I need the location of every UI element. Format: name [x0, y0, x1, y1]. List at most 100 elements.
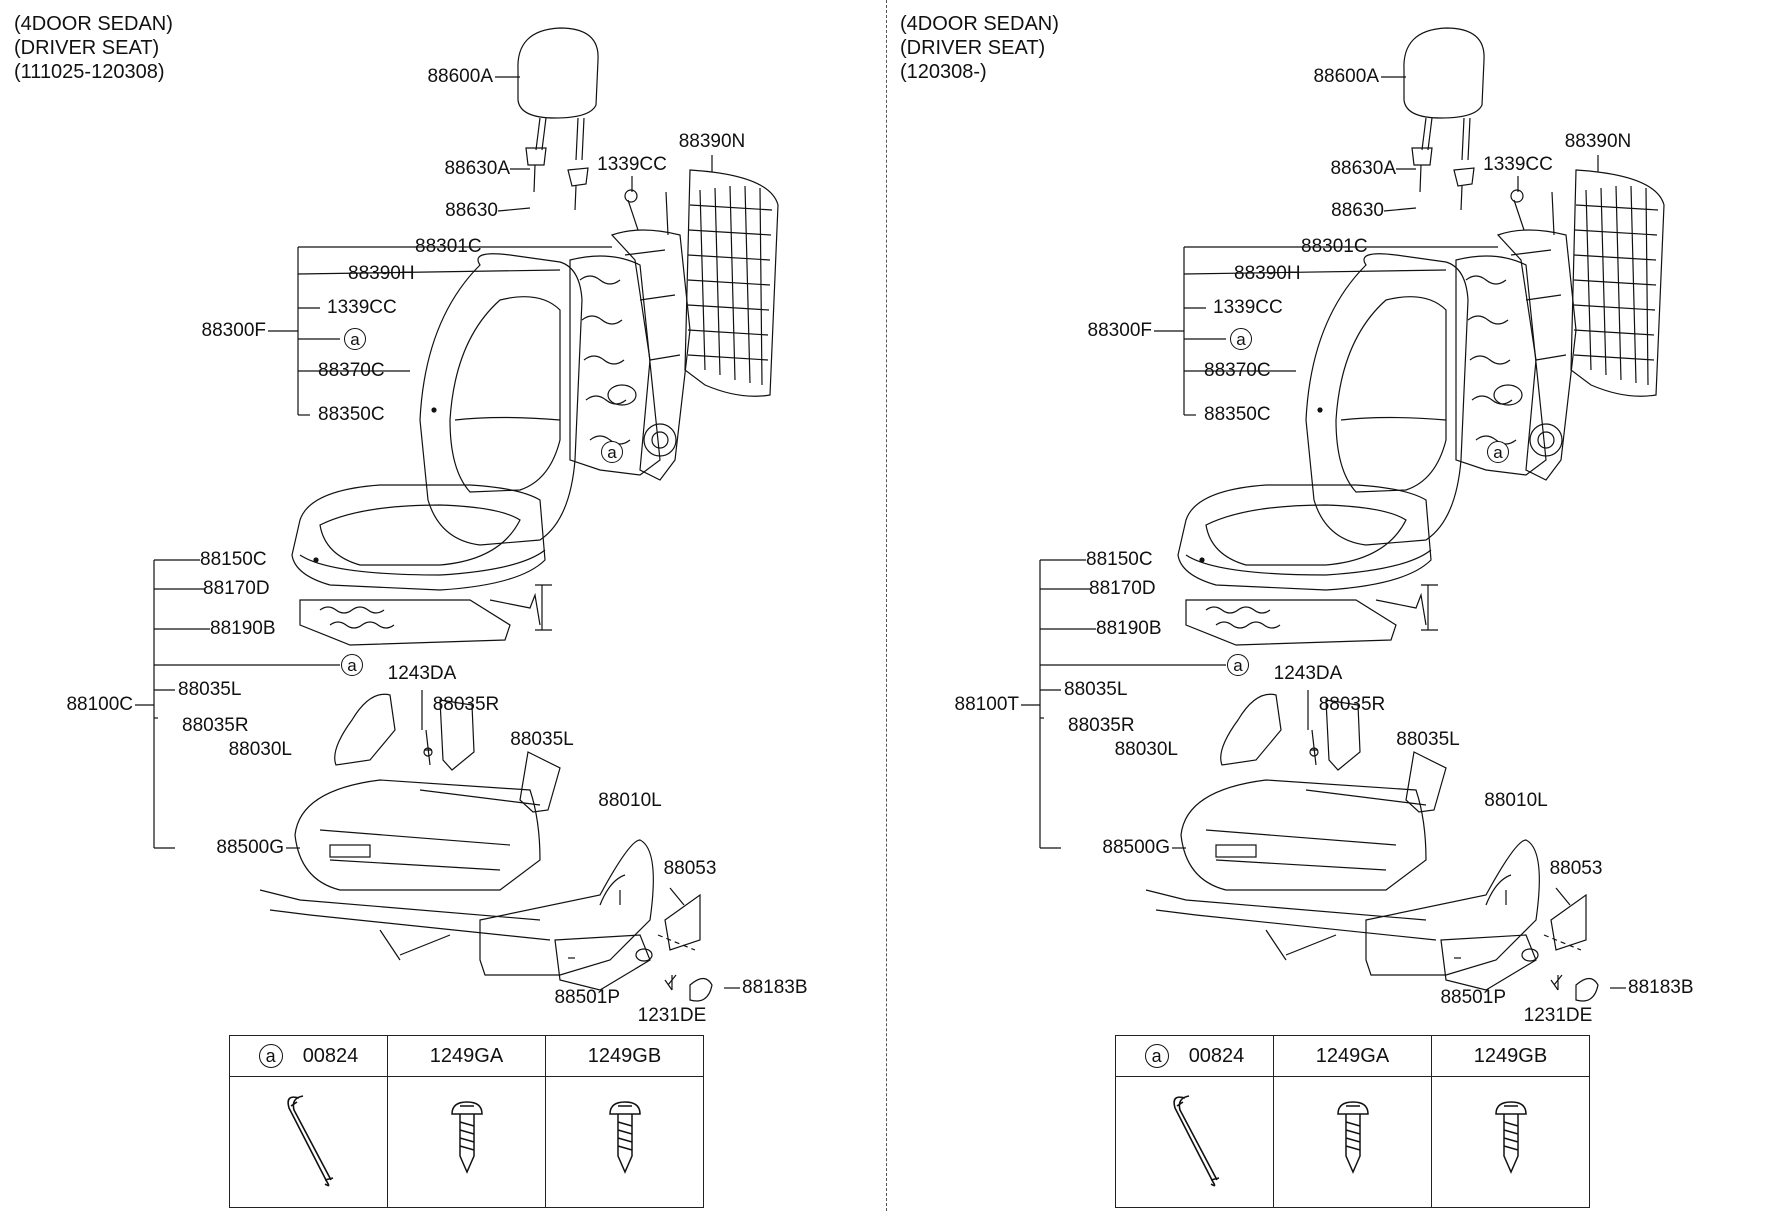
part-label-88630: 88630	[1331, 200, 1384, 221]
seatback-cover-shape	[1305, 253, 1469, 546]
part-label-88170D: 88170D	[1089, 578, 1156, 599]
parts-table-header-1249GB: 1249GB	[545, 1035, 704, 1077]
part-label-88600A: 88600A	[1313, 66, 1379, 87]
part-label-88035L: 88035L	[510, 729, 574, 750]
part-label-88390N: 88390N	[1564, 131, 1632, 152]
callout-a-table: a	[1144, 1044, 1169, 1068]
part-label-88500G: 88500G	[1102, 837, 1170, 858]
seatback-cover-shape	[419, 253, 583, 546]
header-line-2: (DRIVER SEAT)	[14, 37, 160, 59]
screw-icon	[1494, 1101, 1527, 1174]
callout-a-frame: a	[1487, 441, 1509, 463]
part-label-88035R-b: 88035R	[182, 715, 249, 736]
diagram-header: (4DOOR SEDAN) (DRIVER SEAT) (111025-1203…	[14, 12, 173, 84]
part-label-88030L: 88030L	[1114, 739, 1178, 760]
part-label-88630A: 88630A	[444, 158, 510, 179]
parts-table-cell-screw-ga	[387, 1076, 546, 1208]
part-label-88183B: 88183B	[742, 977, 808, 998]
back-panel-shape	[684, 169, 779, 397]
seat-track-shape	[259, 779, 551, 961]
part-label-88390N: 88390N	[678, 131, 746, 152]
parts-table-header-1249GA: 1249GA	[1273, 1035, 1432, 1077]
part-label-88100: 88100C	[66, 694, 133, 715]
part-label-88030L: 88030L	[228, 739, 292, 760]
part-label-88010L: 88010L	[598, 790, 662, 811]
part-label-88035R: 88035R	[432, 694, 500, 715]
seat-track-shape	[1145, 779, 1437, 961]
part-label-88150C: 88150C	[200, 549, 267, 570]
part-label-88390H: 88390H	[348, 263, 415, 284]
cushion-pad-shape	[299, 584, 552, 646]
seatback-frame-shape	[1496, 189, 1577, 481]
part-label-88370C: 88370C	[318, 360, 385, 381]
header-line-3: (111025-120308)	[14, 61, 165, 83]
part-label-88150C: 88150C	[1086, 549, 1153, 570]
part-label-1243DA: 1243DA	[387, 663, 457, 684]
part-label-88035R-b: 88035R	[1068, 715, 1135, 736]
headrest-shape	[1403, 27, 1485, 211]
side-shield-shapes	[334, 693, 561, 813]
part-label-1339CC: 1339CC	[1213, 297, 1283, 318]
header-line-3: (120308-)	[900, 61, 987, 83]
part-label-88390H: 88390H	[1234, 263, 1301, 284]
part-label-88010L: 88010L	[1484, 790, 1548, 811]
seatback-frame-shape	[610, 189, 691, 481]
seat-exploded-drawing	[135, 27, 779, 1002]
leader-lines	[1021, 76, 1626, 990]
part-label-88350C: 88350C	[1204, 404, 1271, 425]
part-label-88600A: 88600A	[427, 66, 493, 87]
diagram-panel-right: (4DOOR SEDAN) (DRIVER SEAT) (120308-) 88…	[886, 0, 1772, 1211]
part-label-88630A: 88630A	[1330, 158, 1396, 179]
part-label-1339CC-top: 1339CC	[1483, 154, 1553, 175]
part-label-88300F: 88300F	[1087, 320, 1152, 341]
parts-table-cell-screw-gb	[1431, 1076, 1590, 1208]
callout-a-back: a	[344, 328, 366, 350]
back-panel-shape	[1570, 169, 1665, 397]
header-line-1: (4DOOR SEDAN)	[14, 13, 173, 35]
seat-cushion-shape	[1177, 484, 1432, 591]
part-label-1339CC: 1339CC	[327, 297, 397, 318]
part-label-88301C: 88301C	[1301, 236, 1368, 257]
parts-table-cell-clip	[1115, 1076, 1274, 1208]
parts-table-header-1249GB: 1249GB	[1431, 1035, 1590, 1077]
part-label-1339CC-top: 1339CC	[597, 154, 667, 175]
headrest-shape	[517, 27, 599, 211]
part-label-1243DA: 1243DA	[1273, 663, 1343, 684]
screw-icon	[608, 1101, 641, 1174]
part-label-88500G: 88500G	[216, 837, 284, 858]
parts-table-cell-clip	[229, 1076, 388, 1208]
parts-table-cell-screw-gb	[545, 1076, 704, 1208]
parts-table-header-1249GA: 1249GA	[387, 1035, 546, 1077]
part-label-1231DE: 1231DE	[1523, 1005, 1593, 1026]
part-label-88350C: 88350C	[318, 404, 385, 425]
part-label-88053: 88053	[1549, 858, 1603, 879]
part-label-88501P: 88501P	[554, 987, 620, 1008]
back-pad-shape	[1455, 255, 1547, 476]
part-label-88170D: 88170D	[203, 578, 270, 599]
part-label-88630: 88630	[445, 200, 498, 221]
part-label-88035R: 88035R	[1318, 694, 1386, 715]
part-label-88300F: 88300F	[201, 320, 266, 341]
diagram-panel-left: (4DOOR SEDAN) (DRIVER SEAT) (111025-1203…	[14, 12, 808, 1208]
leader-lines	[135, 76, 740, 990]
part-label-88035L: 88035L	[1396, 729, 1460, 750]
seat-cushion-shape	[291, 484, 546, 591]
side-shield-shapes	[1220, 693, 1447, 813]
callout-a-cushion: a	[1227, 654, 1249, 676]
part-label-88501P: 88501P	[1440, 987, 1506, 1008]
callout-a-frame: a	[601, 441, 623, 463]
cushion-pad-shape	[1185, 584, 1438, 646]
screw-icon	[1336, 1101, 1369, 1174]
callout-a-cushion: a	[341, 654, 363, 676]
diagram-header: (4DOOR SEDAN) (DRIVER SEAT) (120308-)	[900, 12, 1059, 84]
part-label-1231DE: 1231DE	[637, 1005, 707, 1026]
side-trim-shape	[1365, 839, 1599, 1002]
side-trim-shape	[479, 839, 713, 1002]
clip-icon	[286, 1095, 333, 1187]
part-label-88301C: 88301C	[415, 236, 482, 257]
header-line-1: (4DOOR SEDAN)	[900, 13, 1059, 35]
